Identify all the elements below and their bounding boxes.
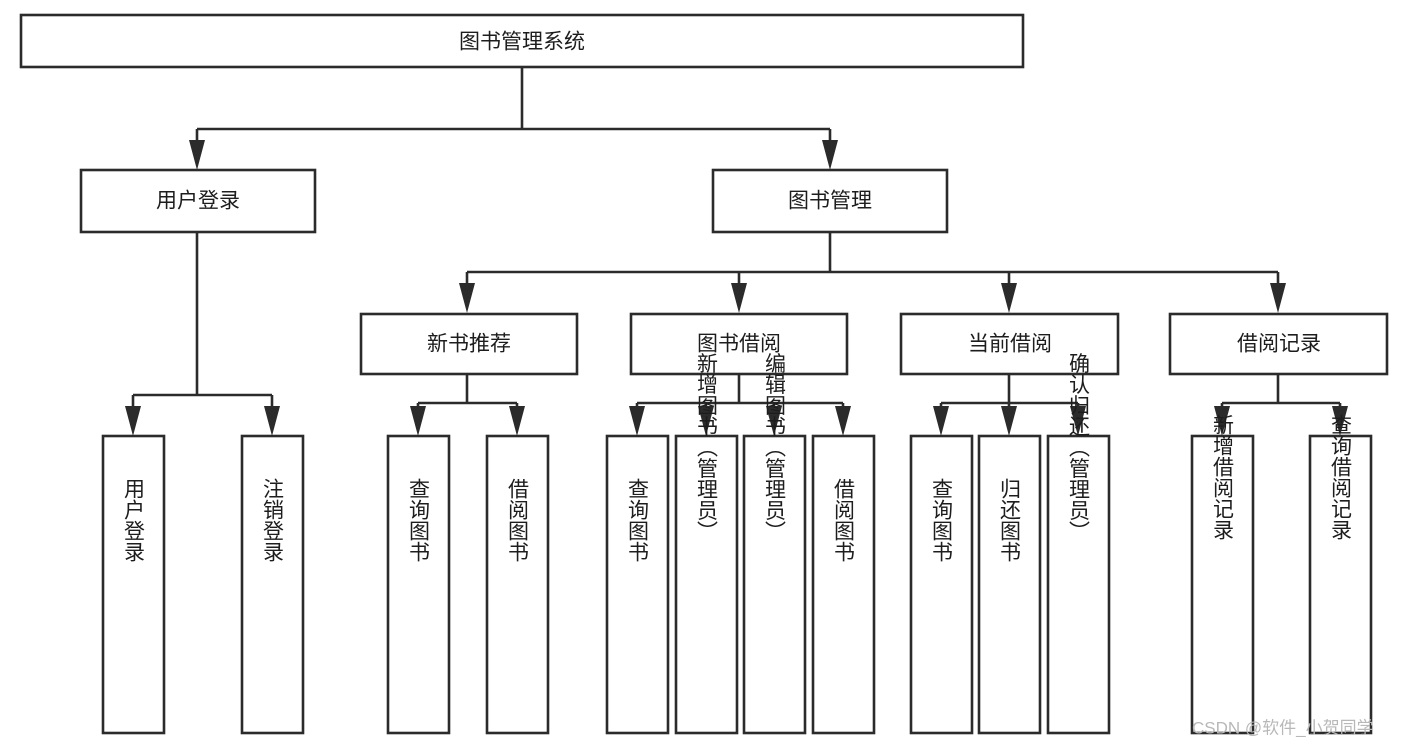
node-leaf-query-book-1-box[interactable] [386,434,451,735]
node-user-login[interactable]: 用户登录 [79,168,317,234]
node-leaf-add-record-box[interactable] [1190,434,1255,735]
arrow-head-leaf-query-book-2 [629,406,645,436]
node-leaf-confirm-return-label: 确认归还（管理员） [1067,353,1091,542]
arrow-head-user-login [189,140,205,170]
node-user-login-box[interactable] [79,168,317,234]
node-leaf-logout-label: 注销登录 [261,478,285,562]
arrow-head-leaf-confirm-return [1070,406,1086,436]
node-leaf-borrow-book-1-box[interactable] [485,434,550,735]
node-root[interactable]: 图书管理系统 [19,13,1025,69]
node-leaf-query-book-3[interactable]: 查询图书 [909,434,974,735]
node-leaf-query-record[interactable]: 查询借阅记录 [1308,414,1373,735]
edge-group-book-manage [459,232,1286,313]
node-leaf-borrow-book-2[interactable]: 借阅图书 [811,434,876,735]
node-leaf-add-record[interactable]: 新增借阅记录 [1190,414,1255,735]
arrow-head-leaf-borrow-book-2 [835,406,851,436]
node-leaf-confirm-return-box[interactable] [1046,434,1111,735]
node-borrow-record[interactable]: 借阅记录 [1168,312,1389,376]
node-leaf-user-login[interactable]: 用户登录 [101,434,166,735]
node-book-borrow[interactable]: 图书借阅 [629,312,849,376]
node-leaf-query-record-label: 查询借阅记录 [1329,414,1353,540]
node-leaf-add-book[interactable]: 新增图书（管理员） [674,353,739,735]
node-leaf-query-book-3-box[interactable] [909,434,974,735]
node-leaf-add-book-box[interactable] [674,434,739,735]
node-root-label: 图书管理系统 [459,31,585,54]
node-leaf-return-book-label: 归还图书 [998,478,1022,562]
node-new-book-rec-box[interactable] [359,312,579,376]
node-leaf-query-book-1-label: 查询图书 [407,478,431,562]
node-leaf-user-login-box[interactable] [101,434,166,735]
arrow-head-book-manage [822,140,838,170]
arrow-head-leaf-query-book-3 [933,406,949,436]
node-user-login-label: 用户登录 [156,190,240,213]
node-leaf-return-book-box[interactable] [977,434,1042,735]
node-current-borrow[interactable]: 当前借阅 [899,312,1120,376]
arrow-head-leaf-user-login [125,406,141,436]
node-leaf-edit-book-box[interactable] [742,434,807,735]
arrow-head-leaf-logout [264,406,280,436]
node-leaf-add-book-label: 新增图书（管理员） [695,353,719,542]
arrow-head-book-borrow [731,283,747,313]
edge-group-new-book-rec [410,374,525,436]
node-book-borrow-box[interactable] [629,312,849,376]
node-leaf-edit-book[interactable]: 编辑图书（管理员） [742,353,807,735]
node-leaf-borrow-book-2-label: 借阅图书 [832,478,856,562]
arrow-head-leaf-add-record [1214,406,1230,436]
node-root-box[interactable] [19,13,1025,69]
node-current-borrow-label: 当前借阅 [968,333,1052,356]
node-book-borrow-label: 图书借阅 [697,333,781,356]
edge-group-root [189,68,838,170]
arrow-head-borrow-record [1270,283,1286,313]
node-leaf-query-book-2[interactable]: 查询图书 [605,434,670,735]
node-leaf-query-record-box[interactable] [1308,434,1373,735]
node-leaf-query-book-3-label: 查询图书 [930,478,954,562]
node-current-borrow-box[interactable] [899,312,1120,376]
arrow-head-leaf-add-book [698,406,714,436]
node-leaf-borrow-book-1-label: 借阅图书 [506,478,530,562]
node-book-manage-box[interactable] [711,168,949,234]
csdn-watermark: CSDN @软件_小贺同学 [1192,718,1374,737]
node-new-book-rec[interactable]: 新书推荐 [359,312,579,376]
node-new-book-rec-label: 新书推荐 [427,333,511,356]
arrow-head-new-book-rec [459,283,475,313]
arrow-head-leaf-query-book-1 [410,406,426,436]
node-leaf-query-book-2-box[interactable] [605,434,670,735]
node-leaf-confirm-return[interactable]: 确认归还（管理员） [1046,353,1111,735]
node-leaf-borrow-book-2-box[interactable] [811,434,876,735]
node-leaf-query-book-2-label: 查询图书 [626,478,650,562]
node-leaf-borrow-book-1[interactable]: 借阅图书 [485,434,550,735]
arrow-head-leaf-return-book [1001,406,1017,436]
node-leaf-return-book[interactable]: 归还图书 [977,434,1042,735]
node-leaf-user-login-label: 用户登录 [122,478,146,562]
node-borrow-record-box[interactable] [1168,312,1389,376]
edge-group-current-borrow [933,374,1086,436]
node-leaf-add-record-label: 新增借阅记录 [1211,414,1235,540]
node-leaf-logout-box[interactable] [240,434,305,735]
node-book-manage-label: 图书管理 [788,190,872,213]
arrow-head-leaf-borrow-book-1 [509,406,525,436]
node-borrow-record-label: 借阅记录 [1237,333,1321,356]
edge-group-book-borrow [629,374,851,436]
edge-group-user-login [125,232,280,436]
node-leaf-edit-book-label: 编辑图书（管理员） [763,353,787,542]
node-leaf-logout[interactable]: 注销登录 [240,434,305,735]
node-book-manage[interactable]: 图书管理 [711,168,949,234]
arrow-head-current-borrow [1001,283,1017,313]
node-leaf-query-book-1[interactable]: 查询图书 [386,434,451,735]
edge-group-borrow-record [1214,374,1348,436]
arrow-head-leaf-edit-book [766,406,782,436]
arrow-head-leaf-query-record [1332,406,1348,436]
